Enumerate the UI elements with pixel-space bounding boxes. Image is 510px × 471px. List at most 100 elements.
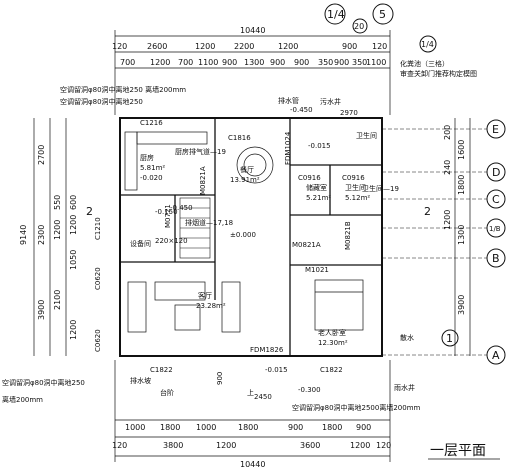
note-wc-vent: 卫生间—19 <box>362 184 399 193</box>
svg-text:A: A <box>492 349 500 362</box>
room-dining-area: 13.91m² <box>230 176 260 184</box>
svg-text:1/4: 1/4 <box>421 40 434 49</box>
level-m0150: -0.150 <box>155 208 178 216</box>
label-c1816: C1816 <box>228 134 251 142</box>
dim-bot-r2-4: 900 <box>288 423 303 432</box>
dim-220x120: 220×120 <box>155 237 188 245</box>
dim-top-r2-8: 350 <box>318 58 333 67</box>
dim-right-5: 240 <box>443 160 452 175</box>
dim-top-r2-0: 700 <box>120 58 135 67</box>
note-rain: 雨水井 <box>394 383 415 392</box>
label-fdm1826: FDM1826 <box>250 346 284 354</box>
dim-left-0: 2700 <box>37 145 46 165</box>
dim-bot-r2-2: 1000 <box>196 423 216 432</box>
dim-left-3: 550 <box>53 195 62 210</box>
svg-text:1/4: 1/4 <box>327 8 345 21</box>
dim-right-1: 1800 <box>457 175 466 195</box>
note-kitchen-exhaust: 厨房排气道—19 <box>175 147 226 156</box>
dim-left-8: 1200 <box>69 320 78 340</box>
axis-bubble-5: 5 <box>372 3 394 25</box>
room-equip: 设备间 <box>130 239 151 248</box>
dim-2450: 2450 <box>254 393 272 401</box>
axis-bubble-B: B <box>486 248 506 268</box>
axis-bubble-1-4-small: 1/4 <box>419 35 437 53</box>
dim-bot-r1-3: 3600 <box>300 441 320 450</box>
dim-bot-r1-2: 1200 <box>216 441 236 450</box>
label-fdm1024: FDM1024 <box>284 131 292 165</box>
room-bath2: 卫生间 <box>356 131 377 140</box>
note-exhaust17: 排烟道—17,18 <box>185 218 233 227</box>
note-ac-mid: 空调留洞φ80洞中离地250 <box>60 97 143 106</box>
dim-top-r1-6: 120 <box>372 42 387 51</box>
dim-bot-r1-4: 1200 <box>350 441 370 450</box>
room-bath-area: 5.12m² <box>345 194 370 202</box>
dim-top-r2-7: 900 <box>294 58 309 67</box>
dim-bot-total: 10440 <box>240 460 265 469</box>
label-m0821a2: M0821A <box>292 241 321 249</box>
label-c0916b: C0916 <box>342 174 365 182</box>
dim-top-r2-6: 900 <box>270 58 285 67</box>
note-scatter: 散水 <box>400 333 414 342</box>
dim-right-6: 1200 <box>443 210 452 230</box>
label-c0620b: C0620 <box>94 329 102 352</box>
dim-top-r2-9: 900 <box>334 58 349 67</box>
dim-top-r2-1: 1200 <box>150 58 170 67</box>
svg-text:20: 20 <box>354 22 364 31</box>
dim-2970: 2970 <box>340 109 358 117</box>
axis-bubble-1-4: 1/4 <box>324 3 346 25</box>
room-kitchen-area: 5.81m² <box>140 164 165 172</box>
room-living: 客厅 <box>198 291 212 300</box>
axis-bubble-C: C <box>486 189 506 209</box>
svg-text:E: E <box>492 123 499 136</box>
section-mark-left: 2 <box>86 205 93 218</box>
axis-lines-right <box>382 128 487 356</box>
top-dimensions <box>114 30 391 115</box>
note-stairs: 上 <box>247 388 254 397</box>
label-m0721: M0721 <box>164 204 172 228</box>
living-furniture <box>127 281 241 333</box>
note-top-right: 化粪池（三格） <box>400 59 449 68</box>
note-pipe: 排水管 <box>278 96 299 105</box>
level-m0015a: -0.015 <box>308 142 331 150</box>
dim-left-5: 2100 <box>53 290 62 310</box>
dim-900: 900 <box>216 372 224 385</box>
dim-top-r1-1: 2600 <box>147 42 167 51</box>
svg-text:5: 5 <box>379 8 386 21</box>
dim-top-r2-4: 900 <box>222 58 237 67</box>
kitchen-counter <box>124 131 208 191</box>
dining-table <box>236 146 274 184</box>
stair <box>179 197 211 259</box>
section-mark-right: 2 <box>424 205 431 218</box>
dim-right-3: 3900 <box>457 295 466 315</box>
right-dimensions <box>454 118 471 356</box>
drawing-title: 一层平面 <box>430 443 486 459</box>
dim-bot-r2-3: 1800 <box>238 423 258 432</box>
dim-bot-r1-1: 3800 <box>163 441 183 450</box>
label-c1216: C1216 <box>140 119 163 127</box>
dim-left-4: 1200 <box>53 220 62 240</box>
note-step: 排水坡 <box>130 376 151 385</box>
dim-top-r2-10: 350 <box>352 58 367 67</box>
dim-left-7: 1050 <box>69 250 78 270</box>
level-m0015b: -0.015 <box>265 366 288 374</box>
dim-top-r2-11: 1100 <box>366 58 386 67</box>
dim-top-r1-2: 1200 <box>195 42 215 51</box>
level-m0300: -0.300 <box>298 386 321 394</box>
bed <box>314 279 364 331</box>
svg-text:1: 1 <box>446 332 453 345</box>
dim-bot-r2-5: 1800 <box>322 423 342 432</box>
bottom-dimensions <box>114 360 391 462</box>
note-ac-top: 空调留洞φ80洞中离地250 离墙200mm <box>60 85 186 94</box>
exterior-walls <box>119 117 383 357</box>
dim-bot-r1-0: 120 <box>112 441 127 450</box>
room-dining: 餐厅 <box>240 165 254 174</box>
dim-bot-r2-1: 1800 <box>160 423 180 432</box>
dim-bot-r2-0: 1000 <box>125 423 145 432</box>
axis-bubble-A: A <box>486 345 506 365</box>
note-drain: 污水井 <box>320 97 341 106</box>
room-elder-area: 12.30m² <box>318 339 348 347</box>
interior-walls <box>120 118 382 356</box>
svg-text:B: B <box>492 252 500 265</box>
note-ac-bot-left2: 离墙200mm <box>2 395 43 404</box>
dim-top-r1-3: 2200 <box>234 42 254 51</box>
